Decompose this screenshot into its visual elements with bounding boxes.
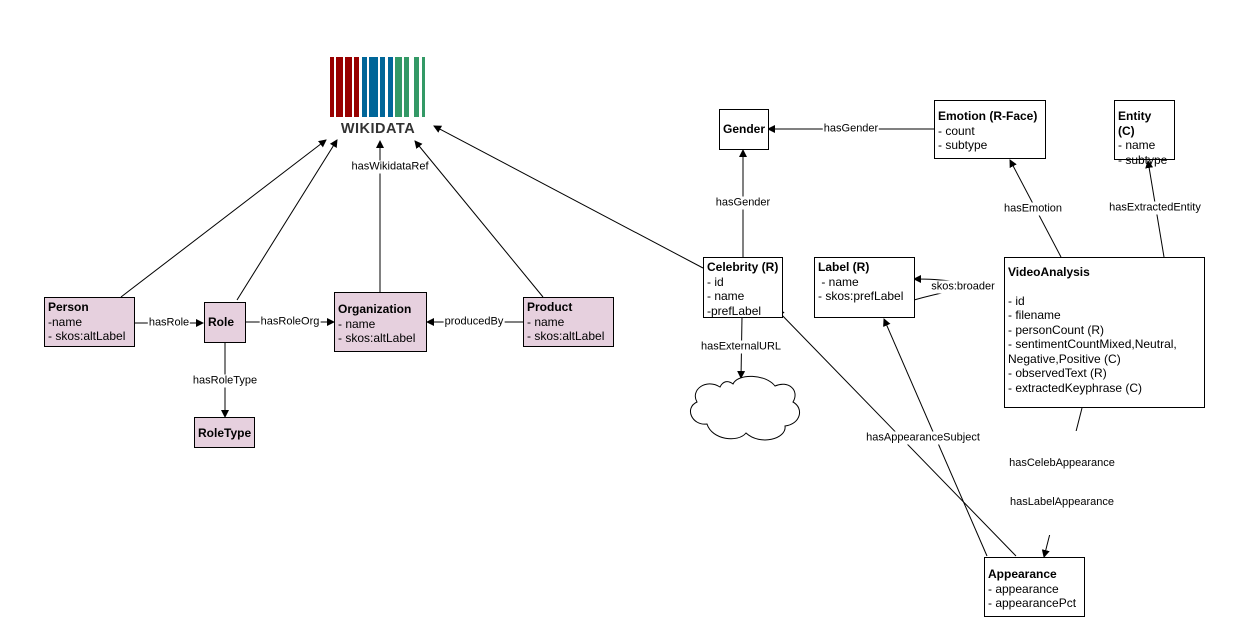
node-attr: - id [1008, 293, 1025, 308]
edge-label-has-role-org: hasRoleOrg [259, 315, 321, 329]
node-product[interactable]: Product - name - skos:altLabel [523, 297, 614, 347]
node-attr: - name [338, 316, 376, 331]
node-attr: - appearance [988, 581, 1059, 596]
edge-role-wikidata [236, 139, 338, 301]
edge-label-has-role-type: hasRoleType [191, 374, 259, 388]
node-title: Emotion (R-Face) [938, 109, 1038, 123]
node-spacer [1008, 280, 1201, 294]
edge-label-has-celeb-appearance: hasCelebAppearance [1009, 457, 1115, 469]
node-title: Entity (C) [1118, 109, 1152, 138]
node-attr: - sentimentCountMixed,Neutral, [1008, 337, 1177, 351]
node-role[interactable]: Role [204, 302, 246, 343]
barcode-bar [422, 57, 425, 117]
barcode-bar [362, 57, 367, 117]
node-appearance[interactable]: Appearance - appearance - appearancePct [984, 557, 1085, 617]
node-attr: - skos:altLabel [48, 329, 126, 343]
edge-label-has-external-url: hasExternalURL [699, 340, 783, 354]
barcode-bar [369, 57, 378, 117]
node-roletype[interactable]: RoleType [194, 417, 255, 448]
node-attr: - name [818, 274, 859, 289]
node-title: Gender [723, 122, 766, 136]
barcode-bar [336, 57, 343, 117]
edge-label-has-emotion: hasEmotion [1002, 202, 1064, 216]
edge-label-has-gender-emotion: hasGender [822, 122, 880, 136]
node-title: Celebrity (R) [707, 260, 779, 274]
node-attr: - id [707, 274, 724, 289]
edge-label-skos-broader: skos:broader [930, 280, 996, 294]
node-attr: - appearancePct [988, 596, 1077, 610]
node-attr: -name [48, 314, 83, 329]
node-title: Person [48, 300, 89, 314]
node-attr: - name [1118, 138, 1156, 152]
edge-label-celeb-label-appearance: hasCelebAppearance hasLabelAppearance [1008, 431, 1116, 535]
node-entity[interactable]: Entity (C) - name - subtype [1114, 100, 1175, 167]
node-attr: Negative,Positive (C) [1008, 351, 1121, 366]
node-person[interactable]: Person -name - skos:altLabel [44, 297, 135, 347]
node-attr: - name [527, 314, 565, 329]
node-emotion[interactable]: Emotion (R-Face) - count - subtype [934, 100, 1046, 159]
node-attr: - skos:altLabel [338, 331, 416, 345]
node-title: Label (R) [818, 260, 870, 274]
node-attr: -prefLabel [707, 303, 762, 318]
barcode-bar [380, 57, 385, 117]
barcode-bar [330, 57, 334, 117]
node-attr: - subtype [938, 138, 988, 152]
node-title: Organization [338, 302, 412, 316]
edge-label-has-wikidata-ref: hasWikidataRef [350, 160, 430, 174]
edge-label-produced-by: producedBy [443, 315, 505, 329]
node-attr: - personCount (R) [1008, 322, 1105, 337]
edge-label-has-label-appearance: hasLabelAppearance [1010, 496, 1114, 508]
edge-person-wikidata [120, 139, 327, 298]
node-title: VideoAnalysis [1008, 265, 1090, 279]
node-title: Appearance [988, 567, 1057, 581]
barcode-bar [345, 57, 352, 117]
node-attr: - observedText (R) [1008, 366, 1107, 380]
node-gender[interactable]: Gender [719, 109, 769, 150]
edge-label-has-appearance-subject: hasAppearanceSubject [865, 431, 981, 445]
node-organization[interactable]: Organization - name - skos:altLabel [334, 292, 427, 352]
node-attr: - filename [1008, 308, 1061, 322]
edge-label-has-extracted-entity: hasExtractedEntity [1108, 201, 1202, 215]
edge-label-has-gender-celebrity: hasGender [714, 196, 772, 210]
barcode-bar [404, 57, 409, 117]
barcode-bar [414, 57, 419, 117]
edge-celebrity-wikidata [433, 125, 704, 269]
node-label[interactable]: Label (R) - name - skos:prefLabel [814, 257, 915, 318]
node-videoanalysis[interactable]: VideoAnalysis - id - filename - personCo… [1004, 257, 1205, 408]
wikidata-logo: WIKIDATA [328, 57, 428, 139]
node-attr: - skos:prefLabel [818, 289, 904, 303]
node-title: Role [208, 315, 235, 329]
node-attr: - skos:altLabel [527, 329, 605, 343]
node-title: RoleType [198, 426, 252, 440]
node-attr: - subtype [1118, 152, 1168, 167]
wikidata-wordmark: WIKIDATA [340, 121, 416, 137]
barcode-bar [388, 57, 393, 117]
edge-product-wikidata [414, 140, 544, 298]
cloud-shape [689, 375, 801, 441]
edge-label-has-role: hasRole [147, 316, 191, 330]
node-attr: - name [707, 289, 745, 303]
barcode-bar [354, 57, 359, 117]
node-attr: - count [938, 123, 975, 138]
node-attr: - extractedKeyphrase (C) [1008, 380, 1143, 395]
barcode-bar [395, 57, 402, 117]
barcode-icon [330, 57, 425, 117]
node-title: Product [527, 300, 573, 314]
node-celebrity[interactable]: Celebrity (R) - id - name -prefLabel [703, 257, 783, 318]
